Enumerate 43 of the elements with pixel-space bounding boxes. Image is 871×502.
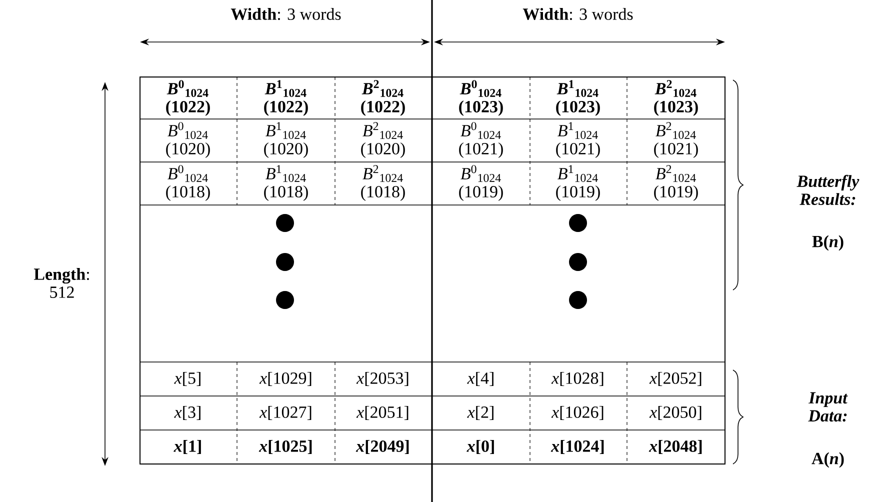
table-cell: B$^{0}$1024 (1020) [166,122,210,158]
table-cell: x[1027] [259,406,312,420]
table-cell: x[1] [174,440,201,454]
table-cell: B$^{2}$1024 (1018) [361,165,405,201]
table-cell: B$^{2}$1024 (1021) [654,122,698,158]
table-cell: x[5] [174,372,200,386]
table-cell: x[1024] [550,440,604,454]
dimension-label: Length: 512 [34,268,89,298]
table-cell: x[2] [467,406,494,420]
table-cell: B$^{1}$1024 (1020) [264,122,308,158]
table-cell: x[3] [174,406,200,420]
table-cell: B$^{0}$1024 (1019) [459,165,503,201]
table-cell: x[2048] [648,440,702,454]
table-cell: B$^{1}$1024 (1022) [264,80,308,116]
table-cell: B$^{0}$1024 (1023) [459,80,503,116]
table-cell: x[1026] [551,406,604,420]
table-cell: x[2049] [356,440,409,454]
table-cell: x[4] [467,372,494,386]
table-cell: x[1029] [259,372,312,386]
table-cell: x[1028] [551,372,604,386]
table-cell: x[1025] [258,440,312,454]
group-label: Butterfly Results: [796,174,860,206]
table-cell: B$^{2}$1024 (1023) [654,80,698,116]
table-cell: B$^{0}$1024 (1022) [166,80,210,116]
table-cell: B$^{0}$1024 (1021) [459,122,503,158]
group-label: Input Data: [808,392,848,422]
table-cell: B$^{1}$1024 (1023) [556,80,600,116]
group-label: B(n) [812,235,844,251]
table-cell: B$^{2}$1024 (1022) [361,80,405,116]
table-cell: B$^{1}$1024 (1019) [556,165,600,201]
table-cell: x[0] [466,440,494,454]
table-cell: B$^{0}$1024 (1018) [166,165,210,201]
dimension-label: Width: 3 words [230,8,341,20]
table-cell: B$^{1}$1024 (1018) [264,165,308,201]
table-cell: x[2051] [356,406,408,420]
group-label: A(n) [812,452,844,468]
table-cell: B$^{1}$1024 (1021) [556,122,600,158]
table-cell: x[2052] [649,372,702,386]
table-cell: x[2050] [649,406,702,420]
dimension-label: Width: 3 words [522,8,633,20]
table-cell: B$^{2}$1024 (1020) [361,122,405,158]
table-cell: B$^{2}$1024 (1019) [654,165,698,201]
table-cell: x[2053] [356,372,408,386]
